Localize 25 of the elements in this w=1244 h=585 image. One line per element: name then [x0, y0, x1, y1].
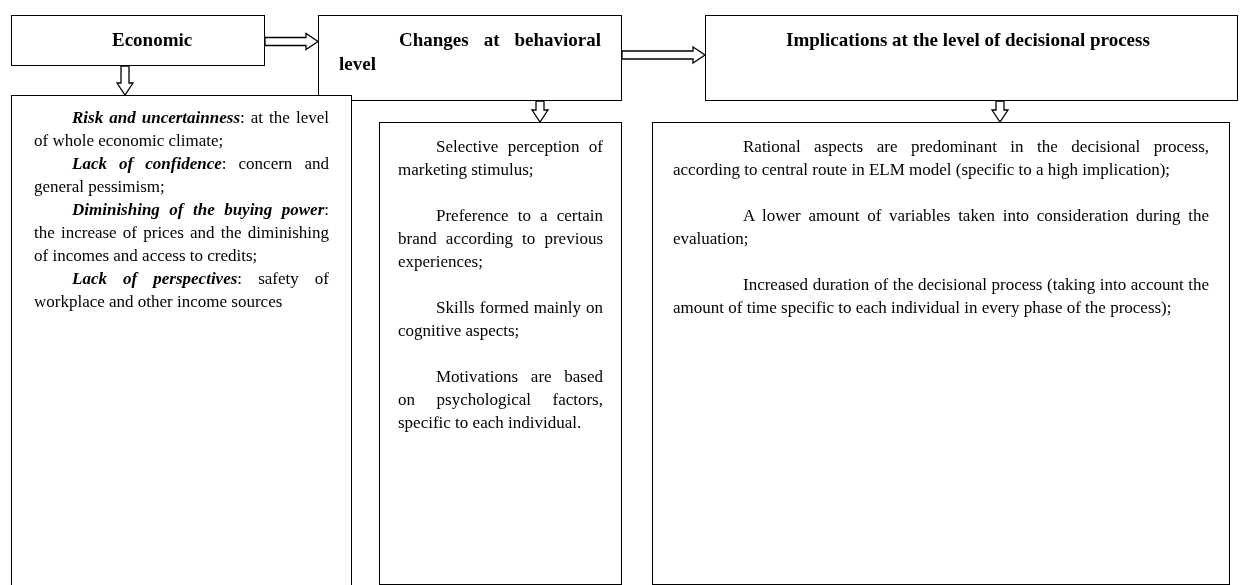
block-arrow: [264, 32, 320, 51]
paragraph: Lack of perspectives: safety of workplace and other income sources: [34, 268, 329, 313]
heading: Changes at behavioral level: [339, 28, 601, 76]
paragraph: A lower amount of variables taken into consideration during the evaluation;: [673, 205, 1209, 250]
paragraph: Rational aspects are predominant in the decisional process, according to central route in ELM model (specific to a high implication);: [673, 136, 1209, 181]
paragraph: Motivations are based on psychological factors, specific to each individual.: [398, 366, 603, 434]
category-box: [705, 15, 1238, 101]
block-arrow: [530, 100, 550, 124]
paragraph: Skills formed mainly on cognitive aspects;: [398, 297, 603, 342]
paragraph: Preference to a certain brand according to previous experiences;: [398, 205, 603, 273]
paragraph: Lack of confidence: concern and general pessimism;: [34, 153, 329, 198]
paragraph: Increased duration of the decisional process (taking into account the amount of time specific to each individual in every phase of the process);: [673, 274, 1209, 319]
description-box: [652, 122, 1230, 585]
heading: Economic: [111, 28, 194, 52]
paragraph: Diminishing of the buying power: the increase of prices and the diminishing of incomes and access to credits;: [34, 199, 329, 267]
paragraph: Risk and uncertainness: at the level of whole economic climate;: [34, 107, 329, 152]
category-box: [318, 15, 622, 101]
block-arrow: [621, 45, 707, 65]
block-arrow: [115, 65, 135, 97]
paragraph: Selective perception of marketing stimulus;: [398, 136, 603, 181]
description-box: [11, 95, 352, 585]
description-box: [379, 122, 622, 585]
category-box: [11, 15, 265, 66]
block-arrow: [990, 100, 1010, 124]
heading: Implications at the level of decisional process: [785, 28, 1151, 52]
